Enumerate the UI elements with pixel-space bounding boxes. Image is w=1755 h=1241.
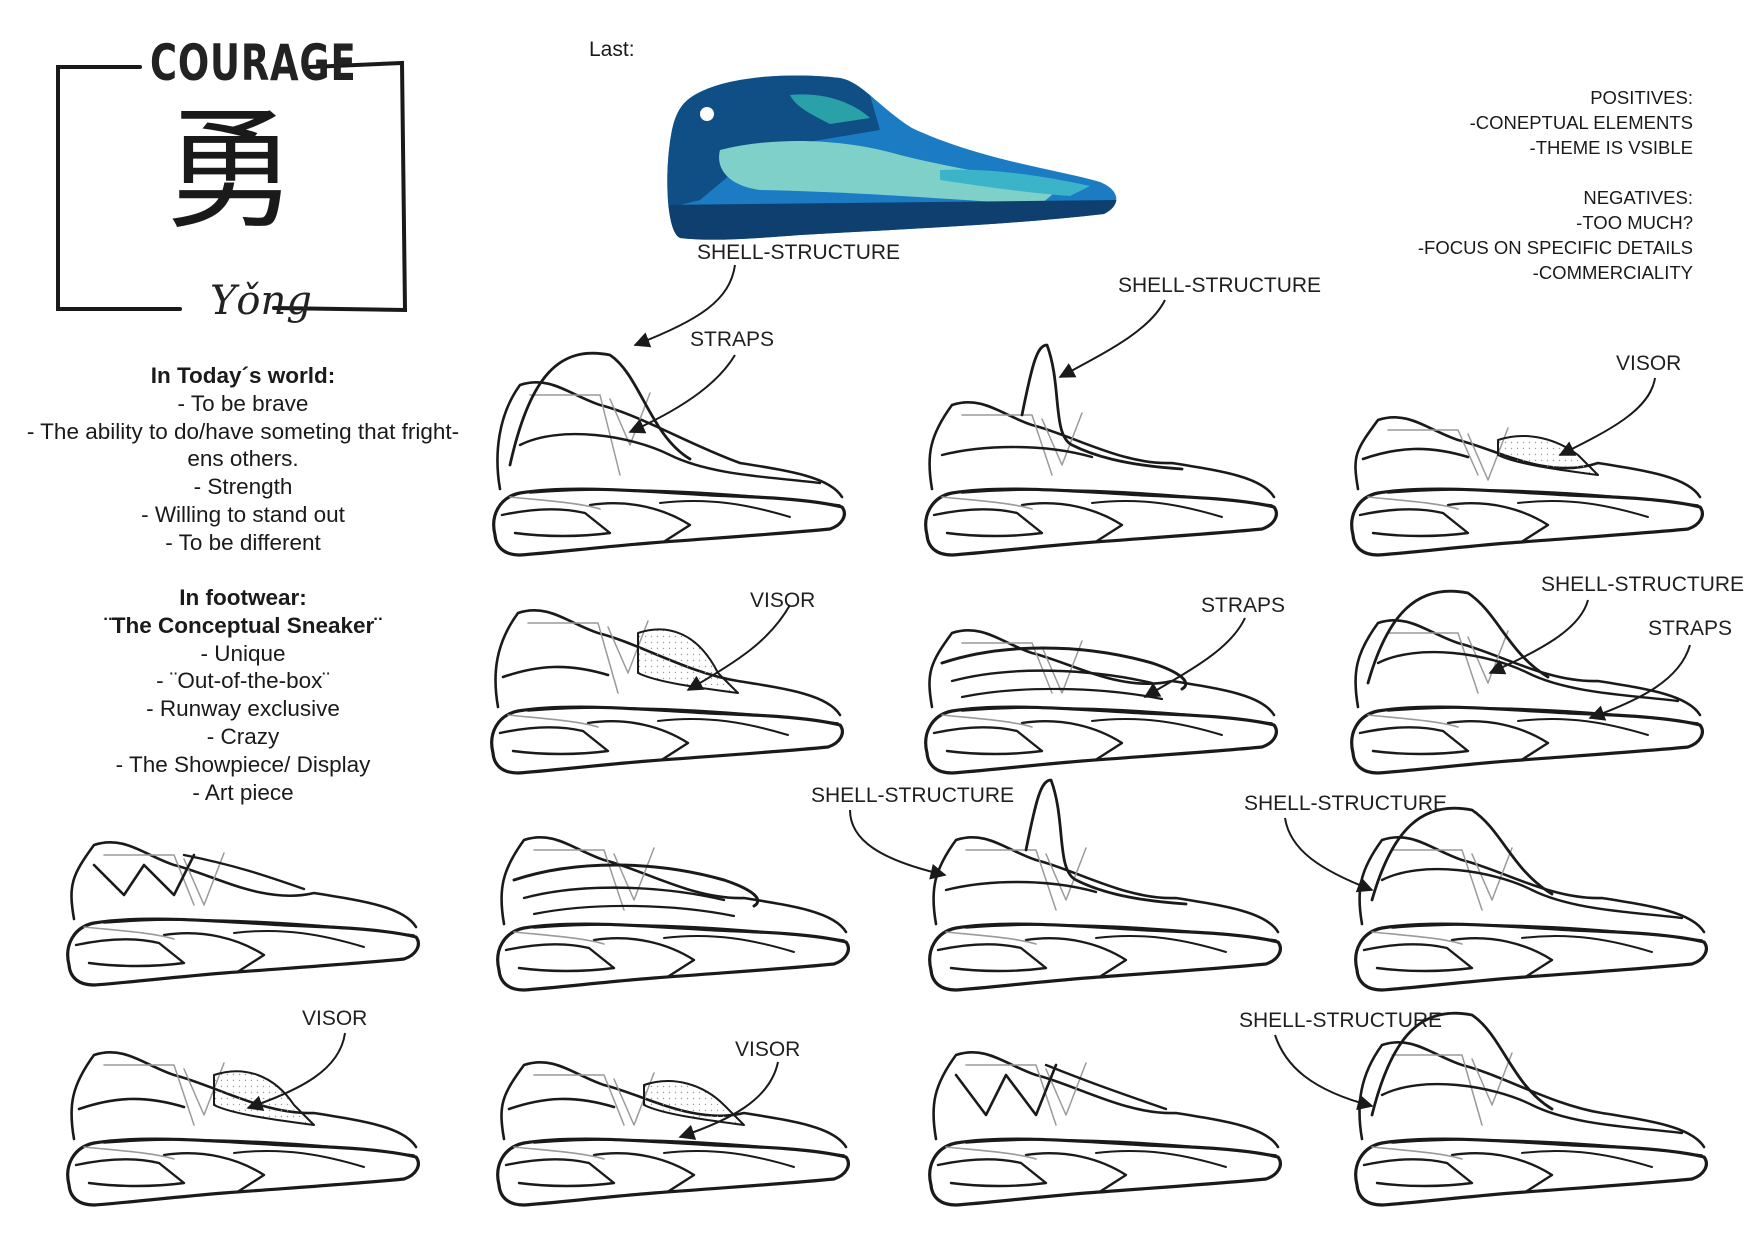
callout-visor: VISOR [750,589,816,612]
today-item: ens others. [187,446,299,472]
sneaker-sketch [66,1050,420,1207]
theme-character: 勇 [165,94,297,248]
footwear-heading: In footwear: [179,585,307,610]
sneaker-sketch [1350,589,1704,775]
callout-shell-structure: SHELL-STRUCTURE [1244,792,1448,815]
callout-visor: VISOR [735,1038,801,1061]
sneaker-sketch [1354,806,1708,992]
sneaker-sketch [1354,1011,1708,1207]
negative-item: -FOCUS ON SPECIFIC DETAILS [1417,237,1693,258]
callout-arrow [849,809,947,880]
callout-straps: STRAPS [1648,617,1733,640]
callout-shell-structure: SHELL-STRUCTURE [1239,1009,1443,1032]
negative-item: -TOO MUCH? [1576,212,1693,233]
sneaker-sketch [924,343,1278,557]
callout-arrow [1558,377,1656,456]
today-item: - To be different [165,529,321,555]
positives-heading: POSITIVES: [1590,87,1693,108]
callout-arrow [1143,617,1246,698]
sneaker-sketch [928,1050,1282,1207]
theme-romanization: Yǒng [210,278,312,324]
today-item: - The ability to do/have someting that f… [26,418,460,444]
callout-shell-structure: SHELL-STRUCTURE [1118,274,1322,297]
footwear-subheading: ¨The Conceptual Sneaker¨ [104,612,382,638]
sneaker-sketch [924,628,1278,775]
sneaker-sketch [1350,415,1704,557]
callout-arrow [628,354,736,434]
footwear-item: - Crazy [206,723,280,749]
today-item: - Willing to stand out [141,501,345,527]
footwear-item: - Unique [200,640,286,666]
sneaker-sketch [496,1060,850,1207]
sneaker-sketch [492,351,846,557]
footwear-block: In footwear: ¨The Conceptual Sneaker¨ - … [0,584,486,806]
negatives-heading: NEGATIVES: [1583,187,1693,208]
footwear-item: - Art piece [192,779,294,805]
callout-visor: VISOR [1616,352,1682,375]
callout-shell-structure: SHELL-STRUCTURE [811,784,1015,807]
sneaker-sketch [490,608,844,775]
positive-item: -THEME IS VSIBLE [1529,137,1693,158]
callout-arrow [686,604,791,691]
callout-straps: STRAPS [690,328,775,351]
footwear-item: - The Showpiece/ Display [115,751,371,777]
today-item: - Strength [193,474,293,500]
today-heading: In Today´s world: [150,363,336,388]
sneaker-sketch [66,840,420,987]
callout-arrow [246,1032,346,1111]
last-pin-hole [700,107,714,121]
callout-arrow [633,264,736,348]
callout-shell-structure: SHELL-STRUCTURE [697,241,901,264]
callout-arrow [1284,817,1374,893]
sneaker-sketch [496,835,850,992]
positive-item: -CONEPTUAL ELEMENTS [1469,112,1693,133]
today-block: In Today´s world: - To be brave - The ab… [0,362,486,557]
callout-shell-structure: SHELL-STRUCTURE [1541,573,1745,596]
footwear-item: - ¨Out-of-the-box¨ [156,668,330,694]
last-label: Last: [589,38,635,61]
callout-visor: VISOR [302,1007,368,1030]
callout-arrow [1488,599,1589,675]
callout-arrow [1274,1034,1374,1111]
theme-title: COURAGE [150,34,357,92]
callout-straps: STRAPS [1201,594,1286,617]
footwear-item: - Runway exclusive [146,696,340,722]
today-item: - To be brave [177,390,309,416]
negative-item: -COMMERCIALITY [1532,262,1693,283]
review-notes: POSITIVES: -CONEPTUAL ELEMENTS -THEME IS… [1418,85,1693,285]
callout-arrow [1588,644,1691,721]
sneaker-sketch [928,778,1282,992]
callout-arrow [1058,299,1166,378]
callout-arrow [678,1061,779,1140]
